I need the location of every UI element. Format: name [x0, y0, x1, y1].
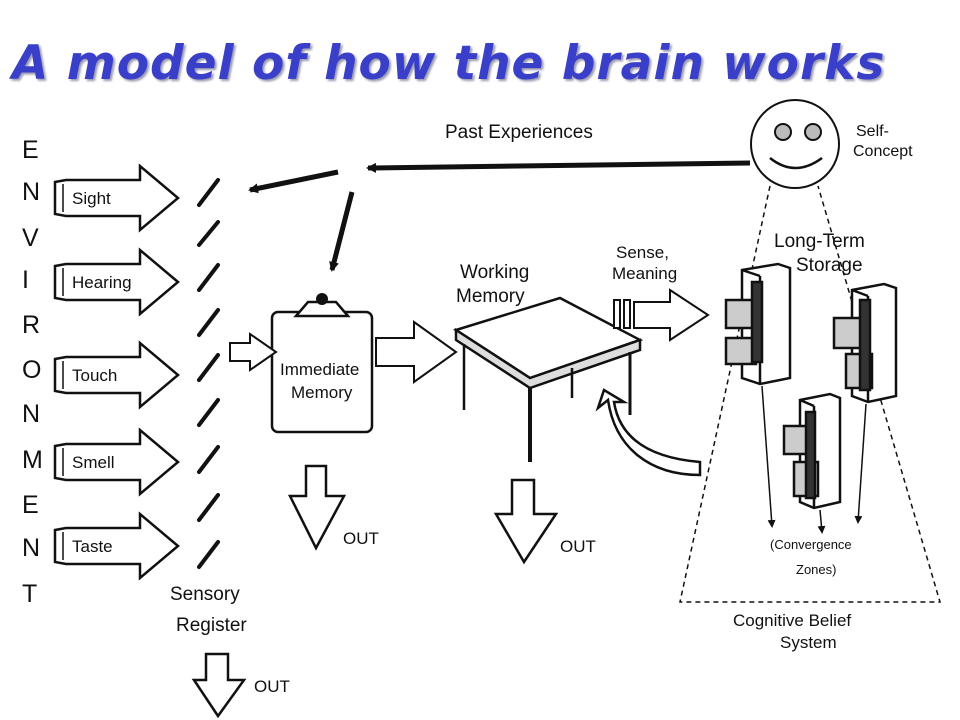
- environment-letter: N: [22, 400, 40, 428]
- sense-arrow-sight: Sight: [53, 163, 180, 233]
- sense-label-touch: Touch: [72, 366, 117, 385]
- convergence-arrows: [761, 385, 867, 534]
- immediate-memory-label-1: Immediate: [280, 360, 359, 379]
- out-arrow-icon: [287, 464, 347, 551]
- sense-label-taste: Taste: [72, 537, 113, 556]
- file-cabinet-icon: [724, 262, 792, 386]
- past-experiences-arrows: [248, 160, 751, 272]
- self-concept-label-1: Self-: [856, 123, 889, 140]
- out-arrow-icon: [493, 478, 559, 565]
- environment-letter: T: [22, 580, 37, 608]
- input-arrow: [229, 332, 278, 372]
- sensory-register-slashes: [197, 178, 220, 569]
- out-label-working: OUT: [560, 537, 596, 556]
- environment-letter: N: [22, 534, 40, 562]
- environment-letter: R: [22, 311, 40, 339]
- working-memory-label-1: Working: [460, 262, 529, 283]
- meaning-label: Meaning: [612, 264, 677, 283]
- long-term-label-2: Storage: [796, 255, 863, 276]
- sensory-register-label-2: Register: [176, 615, 247, 636]
- environment-letter: E: [22, 136, 39, 164]
- sense-label: Sense,: [616, 243, 669, 262]
- out-arrow-icon: [191, 652, 247, 719]
- to-working-memory-arrow: [375, 320, 458, 384]
- sense-label-sight: Sight: [72, 189, 111, 208]
- past-experiences-label: Past Experiences: [445, 122, 593, 143]
- sensory-register-label-1: Sensory: [170, 584, 240, 605]
- convergence-label-2: Zones): [796, 562, 836, 577]
- page-title: A model of how the brain works: [12, 36, 886, 91]
- working-memory-label-2: Memory: [456, 286, 525, 307]
- long-term-label-1: Long-Term: [774, 231, 865, 252]
- table-icon: [453, 296, 644, 462]
- clipboard-icon: [270, 293, 374, 434]
- file-cabinet-icon: [782, 392, 842, 510]
- convergence-label-1: (Convergence: [770, 537, 852, 552]
- cognitive-belief-label-1: Cognitive Belief: [733, 611, 851, 630]
- sense-arrow-taste: Taste: [53, 511, 180, 581]
- self-concept-label-2: Concept: [853, 143, 913, 160]
- environment-letter: O: [22, 356, 41, 384]
- environment-letter: E: [22, 491, 39, 519]
- sense-arrow-smell: Smell: [53, 427, 180, 497]
- sense-meaning-arrow: [613, 288, 710, 342]
- out-label-immediate: OUT: [343, 529, 379, 548]
- cognitive-belief-label-2: System: [780, 633, 837, 652]
- environment-letter: M: [22, 446, 43, 474]
- immediate-memory-label-2: Memory: [291, 383, 353, 402]
- sense-label-smell: Smell: [72, 453, 115, 472]
- sense-arrow-hearing: Hearing: [53, 247, 180, 317]
- file-cabinet-icon: [832, 282, 898, 404]
- return-arrow: [595, 388, 702, 477]
- sense-label-hearing: Hearing: [72, 273, 132, 292]
- environment-letter: V: [22, 224, 39, 252]
- environment-letter: N: [22, 178, 40, 206]
- environment-letter: I: [22, 266, 29, 294]
- out-label-sensory: OUT: [254, 677, 290, 696]
- self-concept-face-icon: [750, 99, 840, 189]
- sense-arrow-touch: Touch: [53, 340, 180, 410]
